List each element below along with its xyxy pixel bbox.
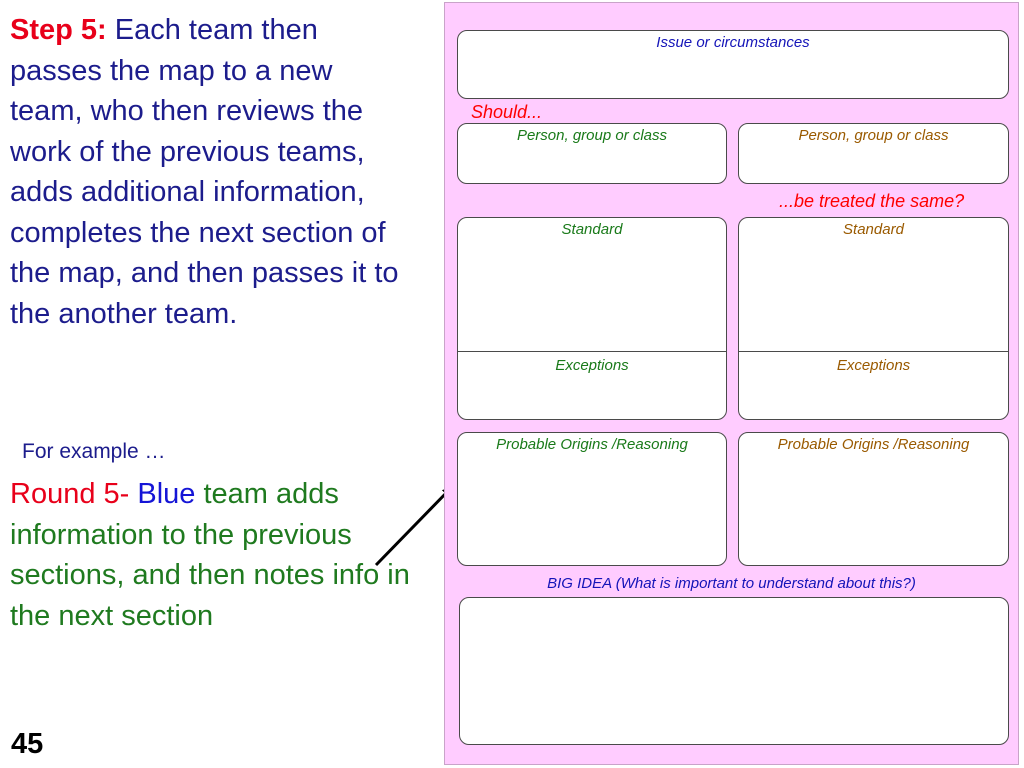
step-body: Each team then passes the map to a new t… [10,14,399,330]
divider [739,351,1008,352]
divider [458,351,726,352]
round-label: Round 5 [10,478,120,510]
example-caption: For example … [22,440,166,463]
pointer-arrow-icon [374,486,453,567]
exceptions-label-left: Exceptions [555,357,629,374]
origins-label-right: Probable Origins /Reasoning [777,436,970,453]
origins-label-left: Probable Origins /Reasoning [496,436,688,453]
standard-box-right: Standard Exceptions [738,217,1009,420]
person-label-left: Person, group or class [516,127,668,144]
person-box-right: Person, group or class [738,123,1009,184]
issue-box: Issue or circumstances [457,30,1009,99]
big-idea-label: BIG IDEA (What is important to understan… [547,575,916,592]
treated-same-label: ...be treated the same? [779,191,965,211]
step-description: Step 5: Each team then passes the map to… [10,10,410,334]
big-idea-box [459,597,1009,745]
concept-map: Issue or circumstances Should... Person,… [444,2,1019,765]
origins-box-right: Probable Origins /Reasoning [738,432,1009,566]
exceptions-label-right: Exceptions [836,357,911,374]
issue-label: Issue or circumstances [656,34,810,51]
origins-box-left: Probable Origins /Reasoning [457,432,727,566]
team-name: Blue [137,478,196,510]
should-label: Should... [471,102,543,122]
step-label: Step 5: [10,14,107,46]
person-label-right: Person, group or class [798,127,949,144]
standard-label-right: Standard [843,221,904,238]
round-body: team adds information to the previous se… [10,478,410,632]
person-box-left: Person, group or class [457,123,727,184]
standard-box-left: Standard Exceptions [457,217,727,420]
standard-label-left: Standard [561,221,623,238]
round-dash: - [119,478,138,510]
round-description: Round 5- Blue team adds information to t… [10,474,410,636]
slide-number: 45 [11,728,44,760]
